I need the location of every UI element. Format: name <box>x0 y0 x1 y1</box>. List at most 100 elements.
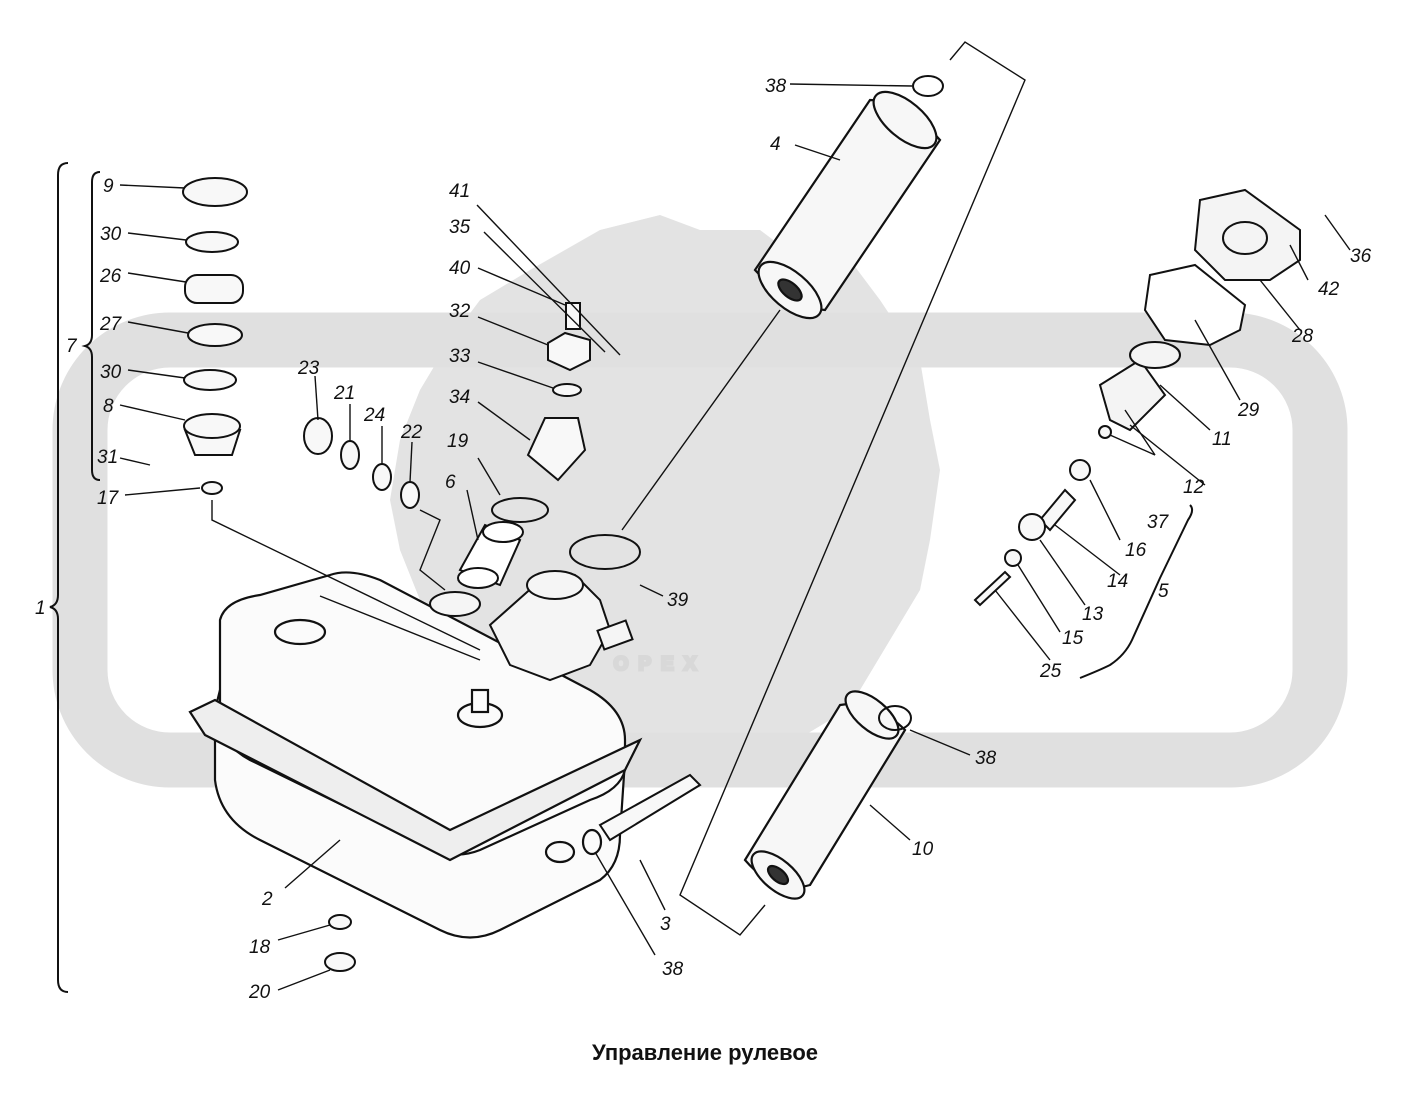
callout-label: 29 <box>1237 400 1260 421</box>
callout-label: 35 <box>449 217 471 238</box>
part-20 <box>324 952 356 972</box>
callout-label: 24 <box>363 405 385 426</box>
strainer-bottom <box>457 567 499 589</box>
bracket-7 <box>81 171 101 481</box>
part-32 <box>547 331 591 372</box>
callout-label: 23 <box>297 358 320 379</box>
callout-label: 30 <box>100 362 122 383</box>
part-30-lower <box>183 369 237 391</box>
callout-label: 25 <box>1039 661 1062 682</box>
callout-label: 32 <box>449 301 471 322</box>
callout-label: 3 <box>660 914 671 935</box>
part-26 <box>184 274 244 304</box>
part-17 <box>201 481 223 495</box>
callout-label: 26 <box>99 266 122 287</box>
filter-10-bore <box>766 864 790 886</box>
part-22 <box>400 481 420 509</box>
filter-4-bore <box>777 278 803 302</box>
flow-line-5 <box>319 595 481 661</box>
callout-label: 16 <box>1125 540 1147 561</box>
callout-label: 41 <box>449 181 470 202</box>
callout-label: 31 <box>97 447 118 468</box>
leader-lines <box>119 41 1351 991</box>
part-25 <box>973 570 1012 607</box>
plate-12 <box>1098 358 1167 432</box>
watermark-text: OPEX <box>614 654 707 675</box>
callout-label: 22 <box>400 422 423 443</box>
callout-label: 5 <box>1158 581 1169 602</box>
callout-label: 28 <box>1291 326 1314 347</box>
callout-label: 36 <box>1350 246 1372 267</box>
part-3 <box>598 773 702 842</box>
part-8-top <box>183 413 241 439</box>
callout-label: 20 <box>248 982 271 1003</box>
callout-label: 21 <box>333 383 355 404</box>
bracket-5 <box>1079 504 1194 679</box>
callout-label: 34 <box>449 387 470 408</box>
flow-line-3 <box>621 309 781 531</box>
housing-outlet <box>596 619 634 651</box>
part-14 <box>1038 488 1077 532</box>
callout-label: 40 <box>449 258 471 279</box>
callout-label: 8 <box>103 396 114 417</box>
callout-label: 38 <box>975 748 997 769</box>
callout-label: 6 <box>445 472 456 493</box>
strainer-6 <box>457 521 524 589</box>
callout-labels: 1 2 3 4 5 6 7 8 9 10 11 12 13 14 15 16 1… <box>35 76 1372 1003</box>
callout-label: 17 <box>97 488 120 509</box>
callout-label: 4 <box>770 134 781 155</box>
callout-label: 19 <box>447 431 469 452</box>
strainer-top <box>482 521 524 543</box>
callout-label: 18 <box>249 937 271 958</box>
part-18 <box>328 914 352 930</box>
tank-port-ring <box>581 828 603 856</box>
housing-base-ring <box>429 591 481 617</box>
gasket-29 <box>1143 263 1247 347</box>
part-15 <box>1004 549 1022 567</box>
callout-label: 30 <box>100 224 122 245</box>
callout-label: 39 <box>667 590 689 611</box>
flow-line-1 <box>211 500 481 651</box>
cover-assembly <box>1098 188 1301 432</box>
part-24 <box>372 463 392 491</box>
callout-label: 12 <box>1183 477 1205 498</box>
callout-label: 14 <box>1107 571 1128 592</box>
part-38-right <box>878 705 912 731</box>
callout-label: 15 <box>1062 628 1084 649</box>
filter-4-top <box>872 90 938 150</box>
part-38-top <box>912 75 944 97</box>
tank-filler-neck <box>273 618 327 646</box>
callout-label: 1 <box>35 598 46 619</box>
part-39 <box>569 534 641 570</box>
bracket-1 <box>49 162 69 993</box>
tank-port <box>544 840 576 864</box>
callout-label: 37 <box>1147 512 1170 533</box>
filter-element-4 <box>753 90 942 320</box>
part-19 <box>491 497 549 523</box>
diagram-caption: Управление рулевое <box>591 1040 819 1065</box>
callout-label: 38 <box>662 959 684 980</box>
callout-label: 2 <box>261 889 273 910</box>
callout-label: 9 <box>103 176 114 197</box>
part-37 <box>1098 425 1112 439</box>
callout-label: 10 <box>912 839 934 860</box>
filter-housing <box>429 570 634 682</box>
part-9 <box>182 177 248 207</box>
part-23 <box>303 417 333 455</box>
part-13 <box>1018 513 1046 541</box>
tank-flange <box>188 698 643 862</box>
callout-label: 33 <box>449 346 471 367</box>
part-16 <box>1069 459 1091 481</box>
flow-line-2 <box>419 509 446 591</box>
small-parts <box>182 75 1112 972</box>
flow-line-4 <box>679 41 1026 936</box>
spring-11 <box>1129 341 1181 369</box>
callout-label: 7 <box>66 336 78 357</box>
callout-label: 38 <box>765 76 787 97</box>
watermark-band <box>52 312 1348 788</box>
tank-fitting-stem <box>470 688 490 714</box>
group-brackets <box>49 162 1194 993</box>
part-33 <box>552 383 582 397</box>
part-34 <box>526 417 587 482</box>
